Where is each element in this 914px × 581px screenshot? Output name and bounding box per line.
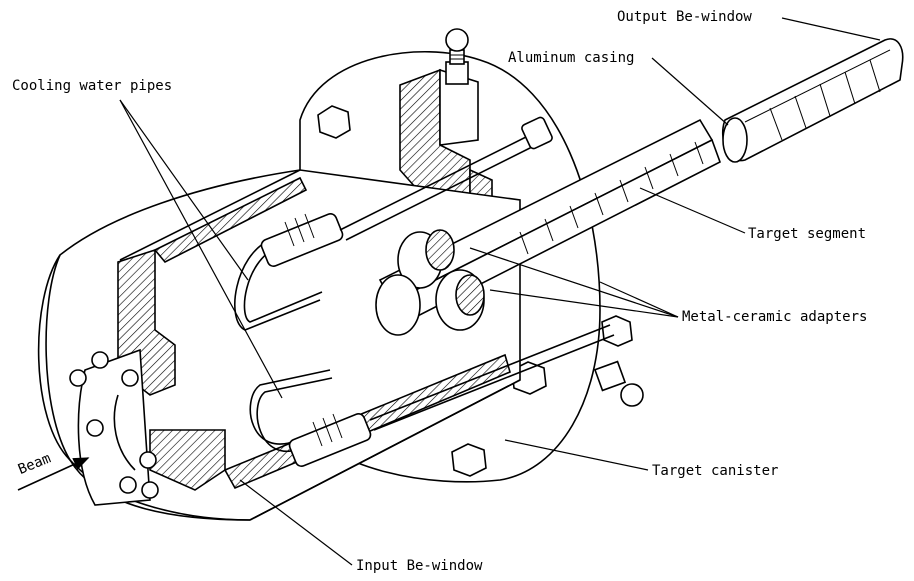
label-aluminum-casing: Aluminum casing (508, 50, 634, 66)
beam-arrow (17, 457, 90, 491)
tube-segments (519, 141, 704, 255)
input-window-plate (69, 348, 159, 506)
annotations: Cooling water pipes Aluminum casing Outp… (12, 9, 881, 574)
label-target-segment: Target segment (748, 226, 866, 242)
flange-bolts (317, 105, 633, 477)
label-metal-ceramic-adapters: Metal-ceramic adapters (682, 309, 867, 325)
cooling-pipes (234, 116, 615, 467)
target-tube (375, 118, 721, 336)
label-beam: Beam (16, 450, 53, 477)
top-clamp (399, 28, 493, 242)
label-input-be-window: Input Be-window (356, 558, 483, 574)
label-target-canister: Target canister (652, 463, 778, 479)
side-screw (593, 360, 644, 407)
label-cooling-water-pipes: Cooling water pipes (12, 78, 172, 94)
label-output-be-window: Output Be-window (617, 9, 752, 25)
aluminum-casing (721, 38, 904, 163)
